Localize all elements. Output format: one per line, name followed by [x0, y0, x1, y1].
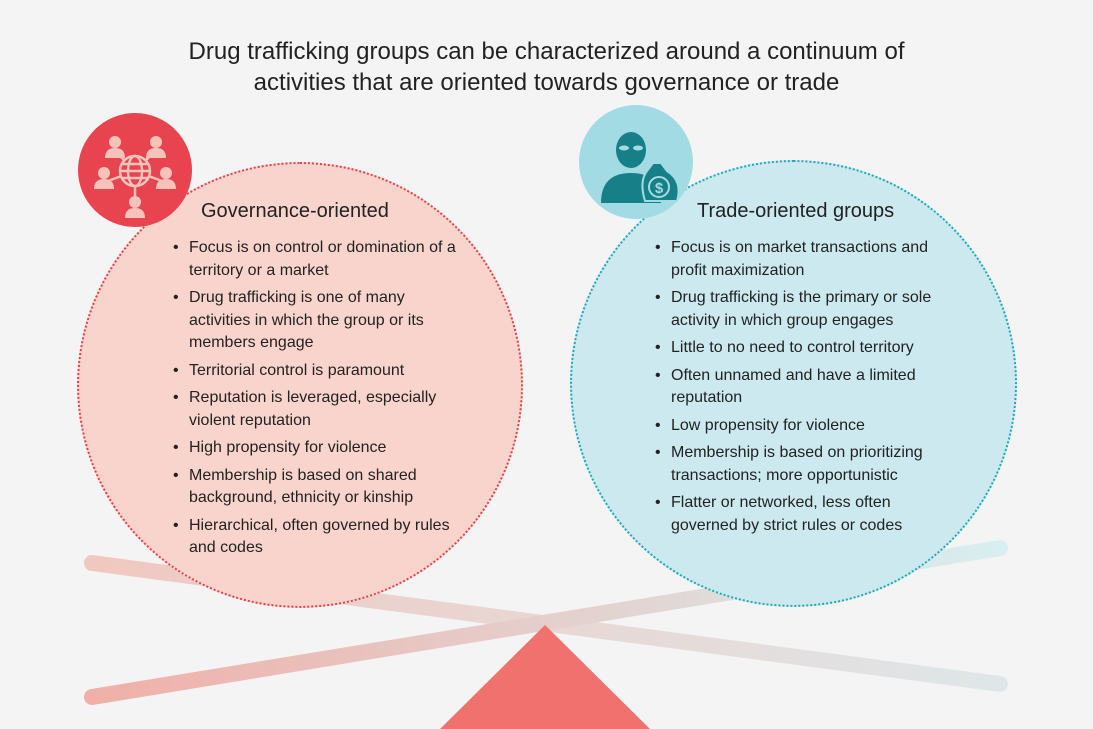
list-item: Low propensity for violence	[655, 415, 945, 438]
list-item: Reputation is leveraged, especially viol…	[173, 387, 463, 432]
list-item: Focus is on market transactions and prof…	[655, 237, 945, 282]
title-line-1: Drug trafficking groups can be character…	[188, 38, 905, 65]
list-item: High propensity for violence	[173, 437, 463, 460]
masked-person-money-bag-icon: $	[579, 105, 693, 219]
list-item: Focus is on control or domination of a t…	[173, 237, 463, 282]
list-item: Membership is based on shared background…	[173, 465, 463, 510]
list-item: Membership is based on prioritizing tran…	[655, 442, 945, 487]
list-item: Little to no need to control territory	[655, 337, 945, 360]
infographic-title: Drug trafficking groups can be character…	[0, 36, 1093, 98]
list-item: Drug trafficking is the primary or sole …	[655, 287, 945, 332]
governance-heading: Governance-oriented	[201, 200, 389, 222]
governance-bullet-list: Focus is on control or domination of a t…	[173, 237, 463, 565]
title-line-2: activities that are oriented towards gov…	[253, 69, 840, 96]
list-item: Flatter or networked, less often governe…	[655, 492, 945, 537]
svg-text:$: $	[655, 180, 664, 197]
list-item: Territorial control is paramount	[173, 360, 463, 383]
list-item: Drug trafficking is one of many activiti…	[173, 287, 463, 355]
fulcrum-triangle	[440, 625, 650, 729]
network-globe-people-icon	[78, 113, 192, 227]
trade-bullet-list: Focus is on market transactions and prof…	[655, 237, 945, 542]
list-item: Often unnamed and have a limited reputat…	[655, 365, 945, 410]
list-item: Hierarchical, often governed by rules an…	[173, 515, 463, 560]
trade-heading: Trade-oriented groups	[697, 200, 895, 222]
